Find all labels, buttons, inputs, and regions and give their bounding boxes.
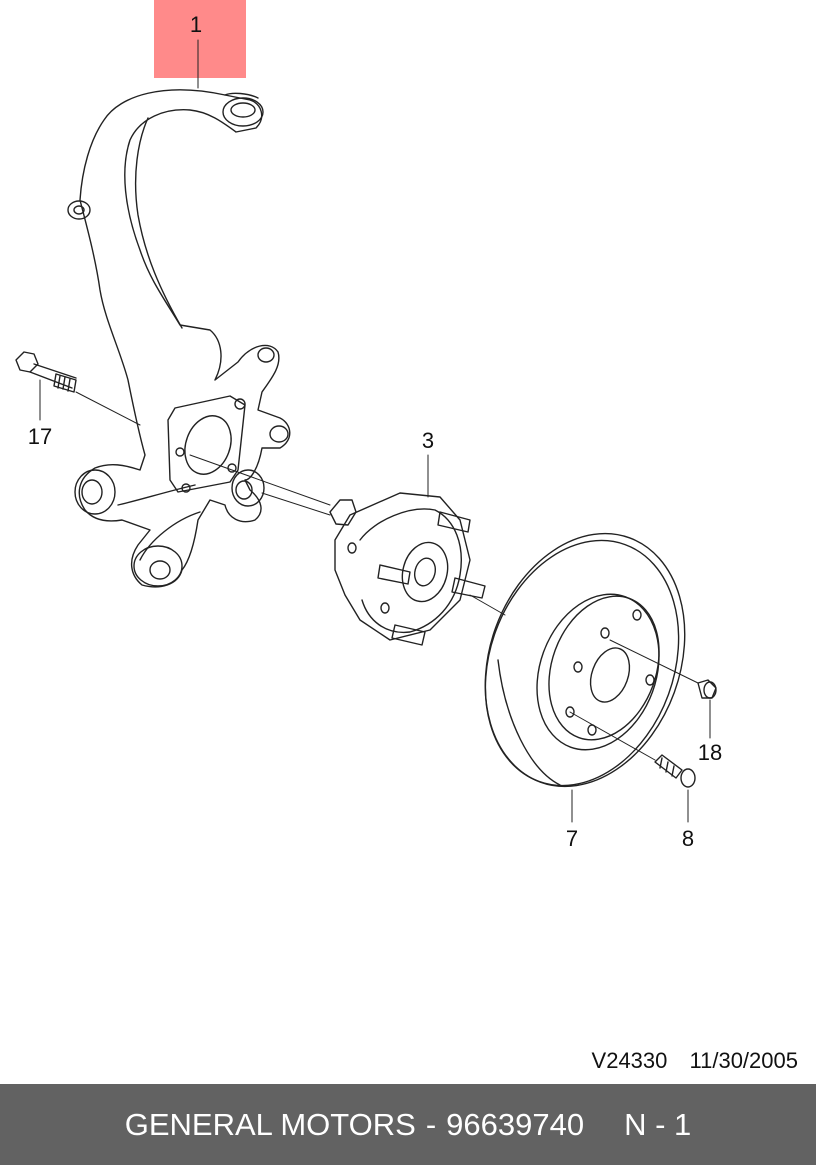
callout-8[interactable]: 8 — [681, 826, 695, 851]
footer-brand: GENERAL MOTORS — [124, 1106, 416, 1142]
hub-bearing-drawing — [189, 454, 506, 646]
callout-7[interactable]: 7 — [565, 826, 579, 851]
screw-drawing — [569, 711, 696, 788]
footer-part-number: 96639740 — [446, 1106, 585, 1142]
reference-code: V24330 — [591, 1048, 668, 1073]
callout-highlight — [154, 0, 246, 78]
bolt-drawing — [15, 351, 141, 426]
leader-lines — [39, 39, 711, 823]
callout-17[interactable]: 17 — [27, 424, 53, 449]
steering-knuckle-drawing — [67, 89, 291, 588]
exploded-parts-diagram — [15, 39, 717, 823]
brake-disc-drawing — [484, 532, 686, 788]
callout-1[interactable]: 1 — [189, 12, 203, 37]
callout-3[interactable]: 3 — [421, 428, 435, 453]
reference-date: 11/30/2005 — [689, 1048, 798, 1073]
diagram-reference: V24330 11/30/2005 — [592, 1048, 798, 1074]
footer-separator: - — [425, 1106, 437, 1142]
footer-bar: GENERAL MOTORS - 96639740 N - 1 — [0, 1084, 816, 1165]
footer-page: N - 1 — [624, 1106, 692, 1142]
plug-drawing — [609, 639, 717, 699]
callout-18[interactable]: 18 — [697, 740, 723, 765]
